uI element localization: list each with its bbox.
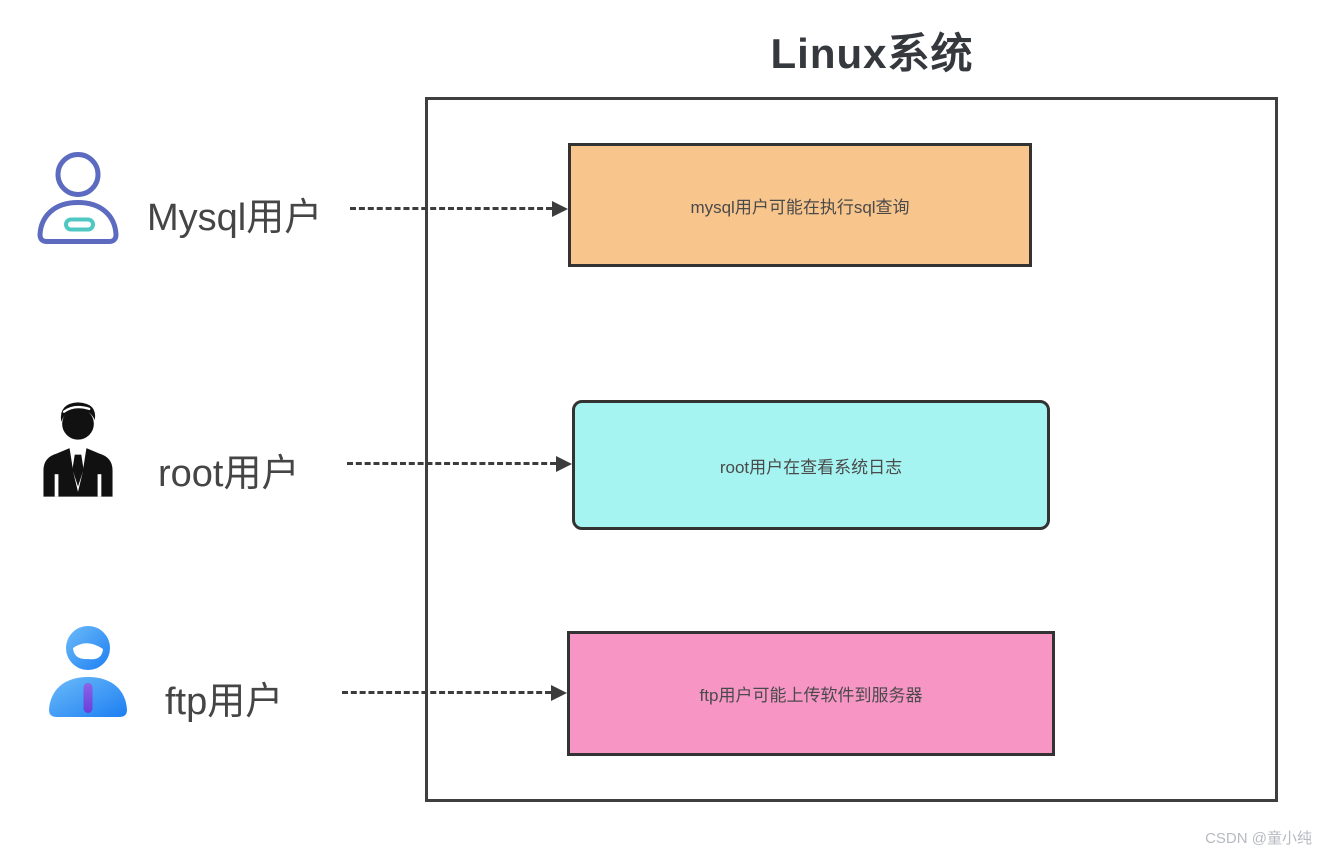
mysql-user-label: Mysql用户 [147, 197, 323, 239]
root-task-box: root用户在查看系统日志 [572, 400, 1050, 530]
ftp-task-box: ftp用户可能上传软件到服务器 [567, 631, 1055, 756]
mysql-user-icon [28, 145, 128, 257]
mysql-task-box: mysql用户可能在执行sql查询 [568, 143, 1032, 267]
root-user-label: root用户 [158, 453, 300, 495]
root-user-icon [36, 393, 120, 505]
diagram-title: Linux系统 [770, 30, 974, 77]
ftp-arrow [342, 684, 567, 701]
mysql-arrow [350, 200, 568, 217]
root-task-text: root用户在查看系统日志 [719, 457, 903, 477]
ftp-task-text: ftp用户可能上传软件到服务器 [699, 686, 923, 705]
ftp-user-icon [38, 616, 138, 731]
root-arrow [347, 455, 572, 472]
watermark: CSDN @童小纯 [1205, 830, 1312, 847]
mysql-task-text: mysql用户可能在执行sql查询 [690, 197, 910, 217]
ftp-user-label: ftp用户 [165, 681, 284, 723]
